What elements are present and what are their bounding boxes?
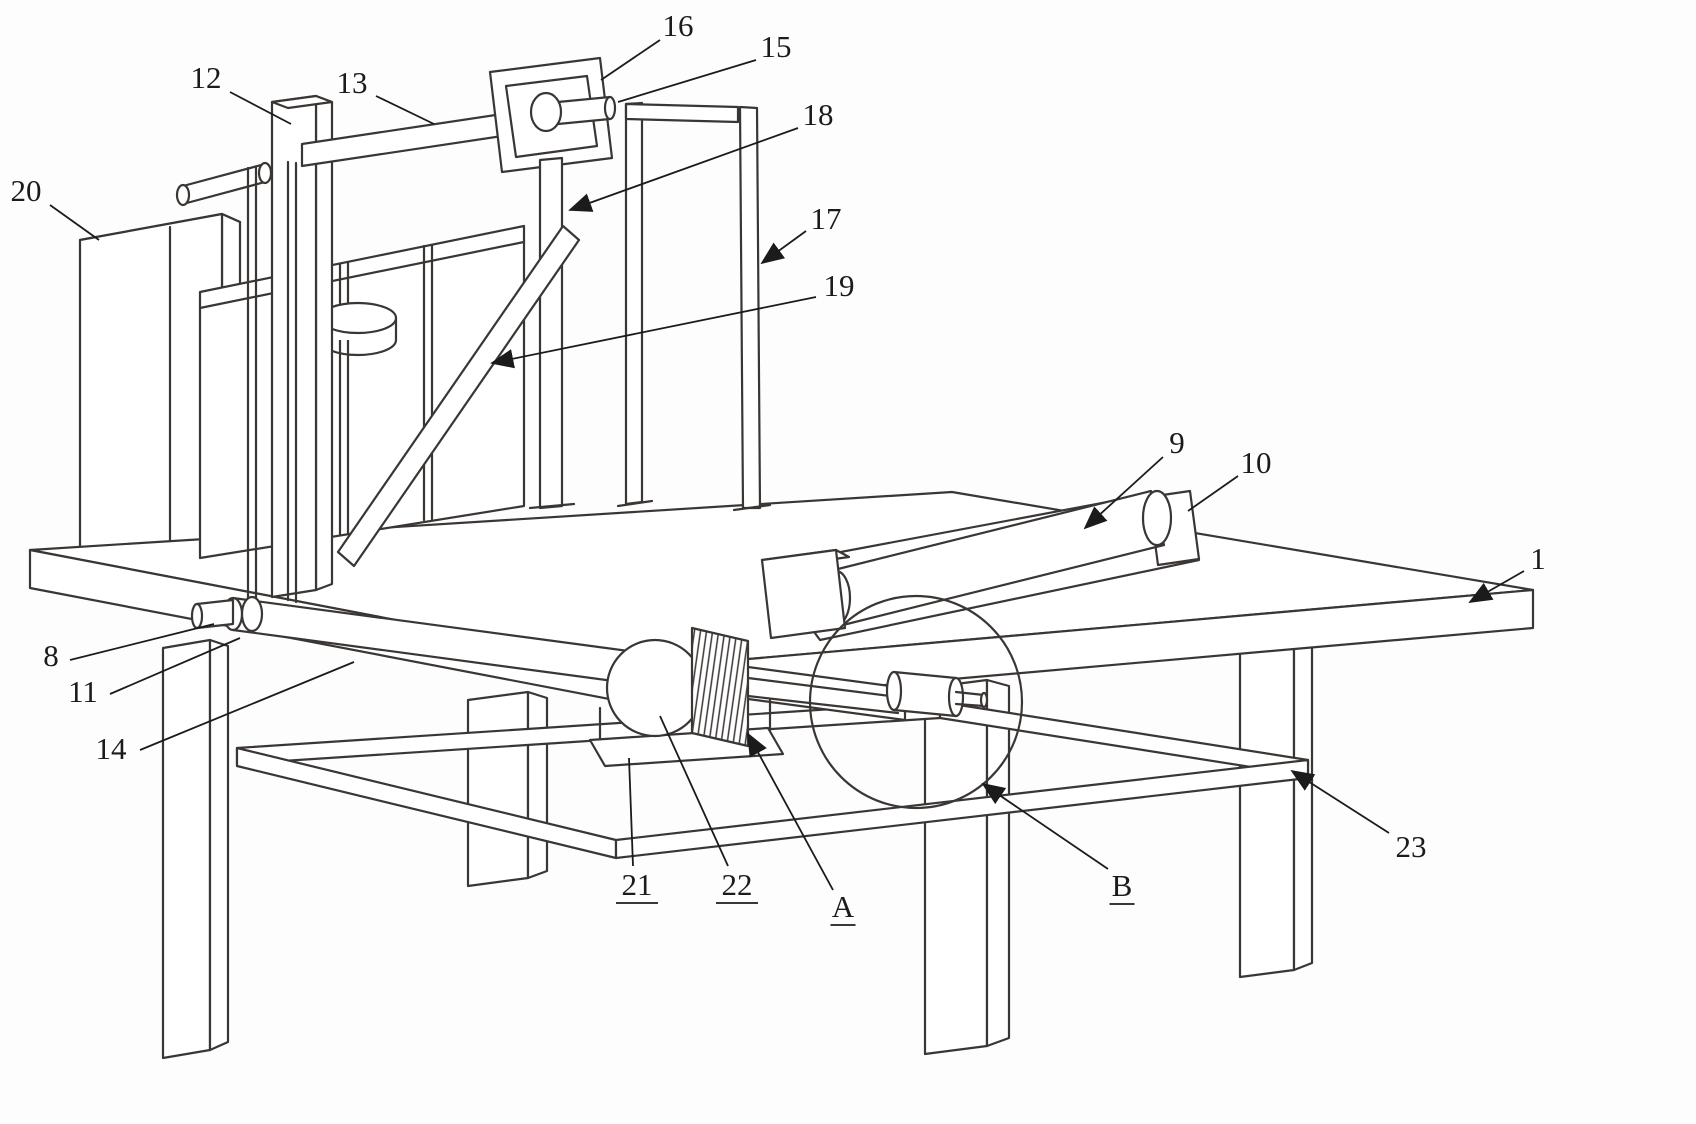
ref-label-20: 20 xyxy=(11,173,42,208)
drive-belt xyxy=(175,160,298,608)
ref-label-14: 14 xyxy=(96,731,128,766)
leader-line-12 xyxy=(229,91,292,125)
ref-label-A: A xyxy=(832,889,855,924)
leader-line-23 xyxy=(1290,769,1390,834)
leader-line-1 xyxy=(1468,570,1525,603)
ref-label-11: 11 xyxy=(68,674,98,709)
leader-line-9 xyxy=(1083,456,1164,530)
leader-line-14 xyxy=(139,661,355,751)
ref-label-8: 8 xyxy=(43,638,59,673)
ref-label-21: 21 xyxy=(622,867,653,902)
shaft-cylinder xyxy=(892,670,958,718)
ref-label-13: 13 xyxy=(337,65,368,100)
gear xyxy=(690,626,750,748)
leader-line-13 xyxy=(375,95,435,125)
ref-label-10: 10 xyxy=(1241,445,1272,480)
gantry-frame xyxy=(616,101,772,512)
slide-bar xyxy=(528,156,576,510)
leader-line-21 xyxy=(628,757,634,867)
leader-line-16 xyxy=(600,39,661,81)
leader-line-15 xyxy=(617,59,757,103)
diagonal-brace xyxy=(336,224,581,568)
ref-label-23: 23 xyxy=(1396,829,1427,864)
ref-label-12: 12 xyxy=(191,60,222,95)
ref-label-22: 22 xyxy=(722,867,753,902)
leader-line-19 xyxy=(490,296,817,369)
ref-label-17: 17 xyxy=(811,201,842,236)
leader-line-A xyxy=(747,732,834,891)
ref-label-16: 16 xyxy=(663,8,694,43)
leader-line-22 xyxy=(659,715,729,867)
leader-line-8 xyxy=(69,623,215,661)
motor xyxy=(605,638,705,738)
leader-line-20 xyxy=(49,204,100,241)
leader-line-18 xyxy=(568,127,799,212)
ref-label-B: B xyxy=(1112,868,1133,903)
support-post xyxy=(270,94,334,599)
machine-drawing xyxy=(28,56,1535,1060)
ref-label-19: 19 xyxy=(824,268,855,303)
detail-circle-B xyxy=(808,594,1024,810)
leader-line-10 xyxy=(1187,475,1239,512)
ref-label-9: 9 xyxy=(1169,425,1185,460)
ref-label-15: 15 xyxy=(761,29,792,64)
leader-line-17 xyxy=(760,230,807,265)
motor-assembly xyxy=(588,626,989,768)
leader-line-B xyxy=(981,782,1109,870)
table-legs xyxy=(161,638,1314,1060)
bearing-bracket xyxy=(488,56,617,174)
ref-label-18: 18 xyxy=(803,97,834,132)
ref-label-1: 1 xyxy=(1530,541,1546,576)
leader-line-11 xyxy=(109,637,241,695)
